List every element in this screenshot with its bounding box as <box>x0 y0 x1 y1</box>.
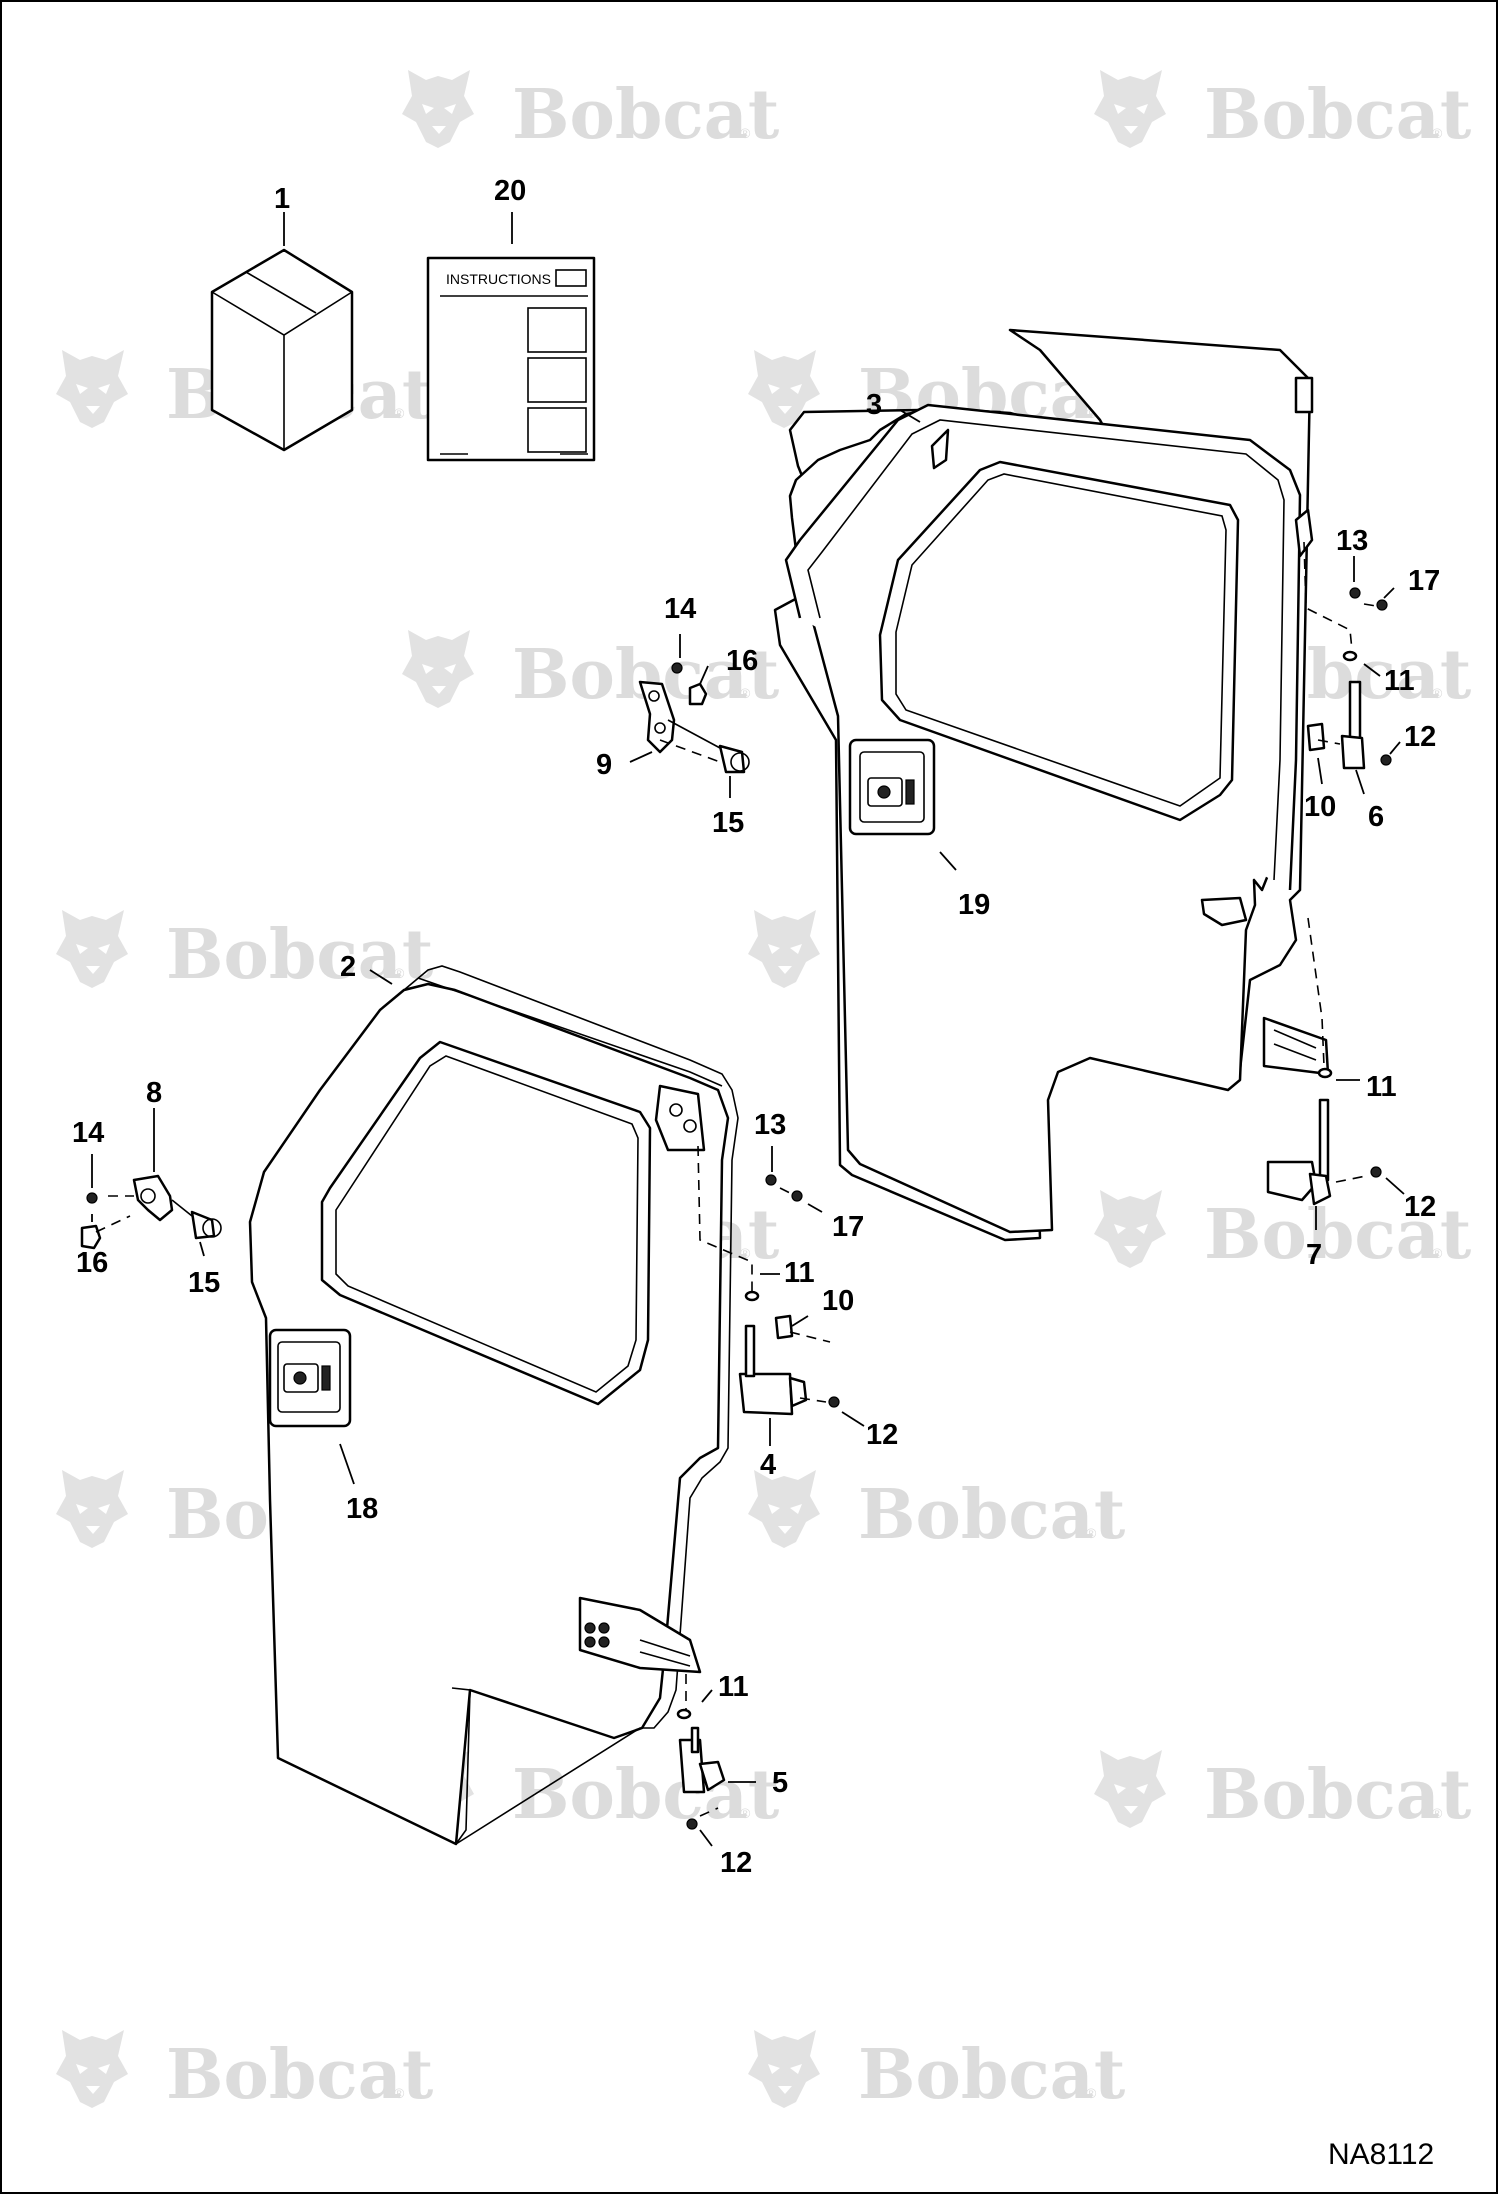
part-left-door <box>248 965 739 1846</box>
callout-13-right: 13 <box>1336 525 1368 557</box>
watermark-text: Bobcat <box>166 2035 434 2115</box>
callout-labels: 1 20 3 2 4 5 6 7 8 9 10 10 11 11 11 11 1… <box>72 175 1440 1879</box>
part-right-door <box>773 328 1330 1242</box>
instructions-title: INSTRUCTIONS <box>446 271 551 287</box>
part-hinge-4 <box>738 1324 808 1416</box>
watermark-text: Bobcat <box>1204 1755 1472 1835</box>
callout-4: 4 <box>760 1449 776 1481</box>
callout-16-lower: 16 <box>76 1247 108 1279</box>
callout-17-right: 17 <box>1408 565 1440 597</box>
callout-18: 18 <box>346 1493 378 1525</box>
watermark-text: Bobcat <box>858 1475 1126 1555</box>
watermark-reg: ® <box>394 405 405 421</box>
callout-12-right-upper: 12 <box>1404 721 1436 753</box>
callout-6: 6 <box>1368 801 1384 833</box>
watermark-text: Bobcat <box>1204 75 1472 155</box>
callout-1: 1 <box>274 183 290 215</box>
watermark-reg: ® <box>394 965 405 981</box>
part-hinge-10 <box>774 1314 794 1340</box>
part-hinge-6 <box>1306 680 1366 770</box>
callout-11-left-upper: 11 <box>784 1257 815 1289</box>
callout-16-upper: 16 <box>726 645 758 677</box>
watermark-reg: ® <box>1432 685 1443 701</box>
watermark-reg: ® <box>1432 1245 1443 1261</box>
watermark-reg: ® <box>1432 1805 1443 1821</box>
watermark-text: Bobcat <box>512 1755 780 1835</box>
fasteners <box>676 587 1392 1830</box>
callout-12-right-lower: 12 <box>1404 1191 1436 1223</box>
callout-2: 2 <box>340 951 356 983</box>
callout-3: 3 <box>866 389 882 421</box>
callout-9: 9 <box>596 749 612 781</box>
callout-11-right-upper: 11 <box>1384 665 1415 697</box>
part-latch-8 <box>80 1174 222 1250</box>
callout-12-left-upper: 12 <box>866 1419 898 1451</box>
callout-12-left-lower: 12 <box>720 1847 752 1879</box>
watermark-reg: ® <box>740 1245 751 1261</box>
callout-15-lower: 15 <box>188 1267 220 1299</box>
callout-10-right: 10 <box>1304 791 1336 823</box>
watermark-reg: ® <box>394 2085 405 2101</box>
callout-14-lower: 14 <box>72 1117 104 1149</box>
part-instructions-sheet: INSTRUCTIONS <box>426 256 596 462</box>
watermark-reg: ® <box>1086 1525 1097 1541</box>
callout-17-left: 17 <box>832 1211 864 1243</box>
callout-7: 7 <box>1306 1239 1322 1271</box>
callout-11-left-lower: 11 <box>718 1671 749 1703</box>
callout-14-upper: 14 <box>664 593 696 625</box>
assembly-lines <box>95 541 1377 1817</box>
watermark-reg: ® <box>1086 2085 1097 2101</box>
leader-lines <box>91 212 1405 1847</box>
watermark-text: Bobcat <box>166 915 434 995</box>
callout-13-left: 13 <box>754 1109 786 1141</box>
watermark-text: Bobcat <box>512 75 780 155</box>
watermark-reg: ® <box>1086 405 1097 421</box>
callout-15-upper: 15 <box>712 807 744 839</box>
part-latch-9 <box>638 662 750 774</box>
watermark-reg: ® <box>740 1805 751 1821</box>
figure-reference: NA8112 <box>1328 2138 1434 2171</box>
callout-19: 19 <box>958 889 990 921</box>
part-hinge-5 <box>678 1726 726 1794</box>
part-box-kit <box>210 248 354 452</box>
watermark-text: Bobcat <box>1204 1195 1472 1275</box>
watermark-reg: ® <box>740 125 751 141</box>
callout-5: 5 <box>772 1767 788 1799</box>
callout-8: 8 <box>146 1077 162 1109</box>
part-hinge-7 <box>1266 1098 1332 1206</box>
callout-11-right-lower: 11 <box>1366 1071 1397 1103</box>
callout-20: 20 <box>494 175 526 207</box>
callout-10-left: 10 <box>822 1285 854 1317</box>
watermark-reg: ® <box>740 685 751 701</box>
watermark-reg: ® <box>1432 125 1443 141</box>
watermark-text: Bobcat <box>858 2035 1126 2115</box>
